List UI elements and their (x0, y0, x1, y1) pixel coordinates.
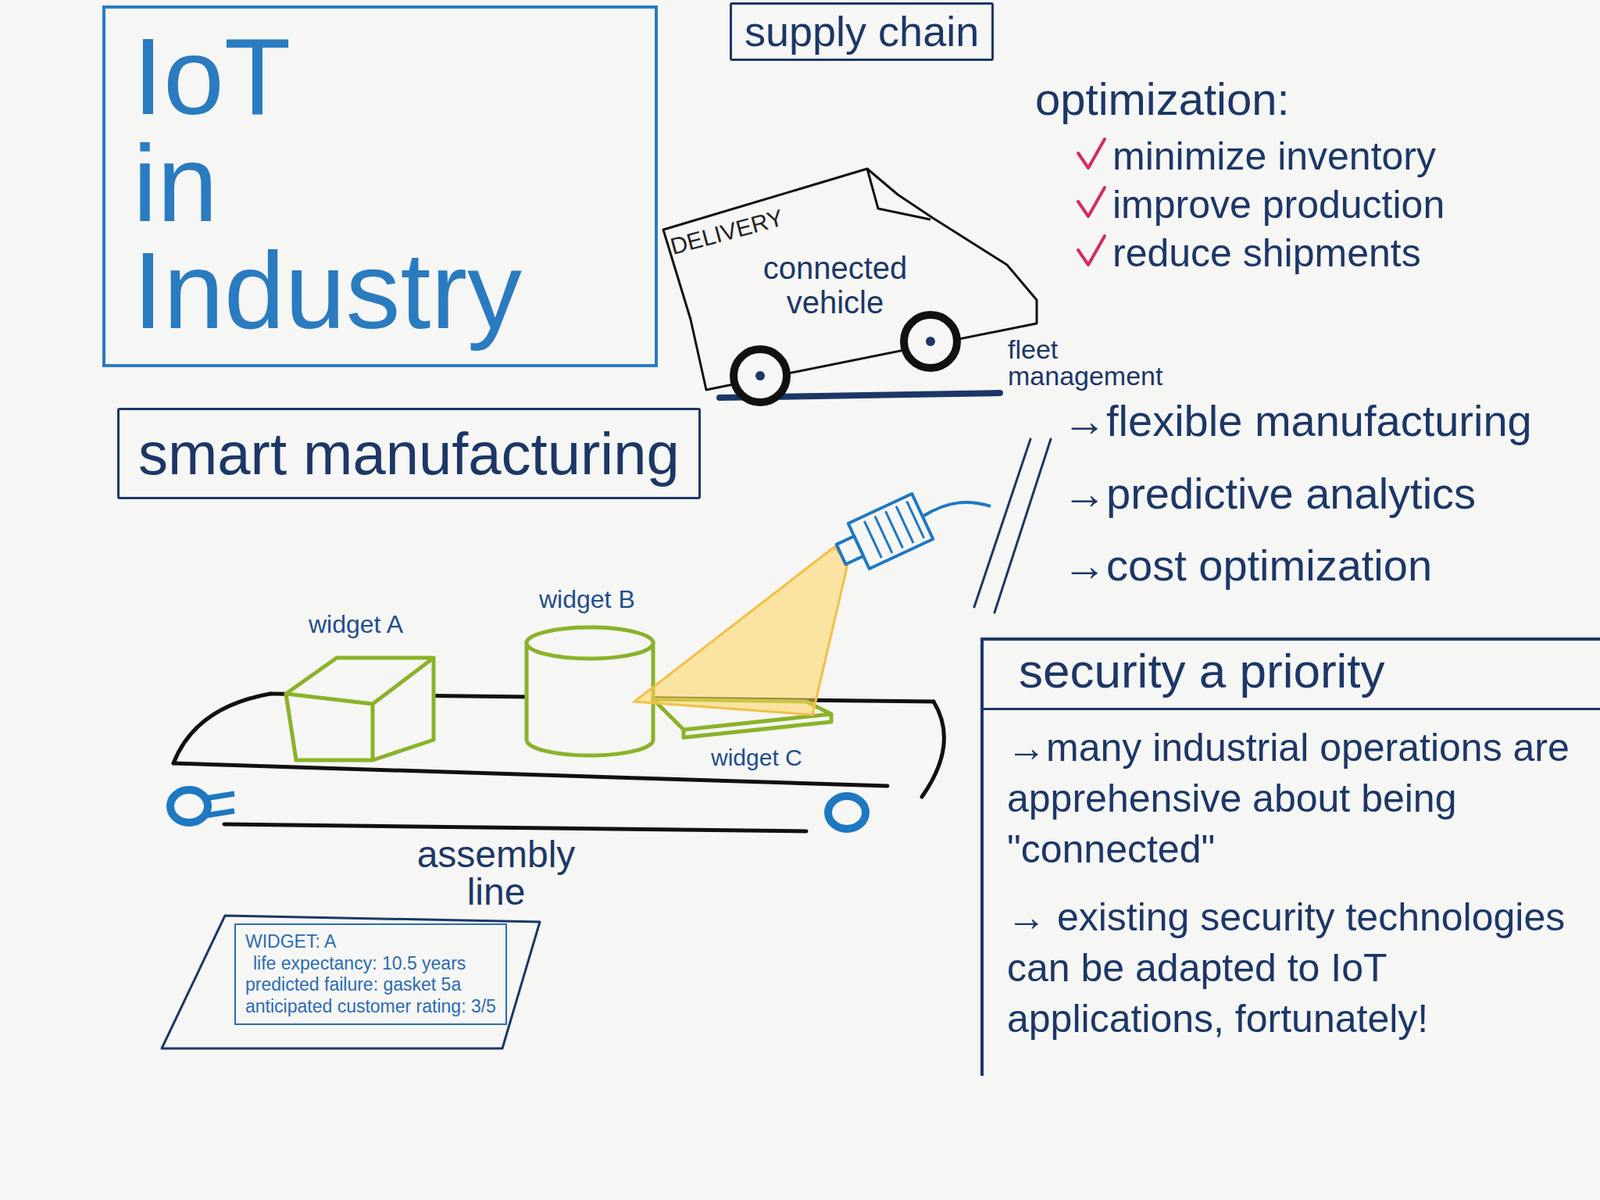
scanner-stripes (864, 501, 924, 559)
belt-right-end (921, 701, 944, 797)
display-screen: WIDGET: Alife expectancy: 10.5 yearspred… (234, 923, 508, 1025)
delivery-van: DELIVERYconnected vehicle (663, 163, 1041, 414)
stripe (907, 501, 925, 539)
roller-axle (204, 793, 235, 816)
list-item: →flexible manufacturing (1062, 394, 1533, 447)
list-item: improve production (1112, 181, 1445, 229)
part-label: widget A (308, 609, 404, 640)
flat-side (683, 714, 832, 738)
list-item: minimize inventory (1112, 132, 1436, 180)
part-label: assembly line (390, 835, 602, 911)
check-mark (1078, 139, 1105, 168)
screen-text: WIDGET: A (245, 931, 497, 954)
screen-text: predicted failure: gasket 5a (245, 974, 497, 997)
widget-cylinder (526, 627, 654, 756)
van-wheel (733, 349, 787, 403)
widget-cube (285, 657, 434, 761)
cube-edges (285, 657, 434, 761)
belt-underside (224, 824, 807, 832)
check-marks (1078, 139, 1105, 265)
panel-body: → existing security technologies can be … (983, 875, 1600, 1045)
roller (170, 789, 208, 823)
cylinder-top (526, 627, 654, 659)
roller (828, 796, 866, 829)
wheel-hub (755, 371, 765, 381)
screen-text: anticipated customer rating: 3/5 (245, 996, 497, 1018)
scanner-cable (922, 502, 991, 517)
list-item: →predictive analytics (1062, 467, 1476, 520)
vehicle-caption: connected vehicle (749, 250, 922, 320)
diagram-title: IoT in Industry (105, 8, 655, 345)
van-body (663, 168, 1037, 390)
belt-left-end (173, 693, 271, 764)
van-window (867, 168, 931, 220)
slash-marks (974, 439, 1051, 613)
monitor-frame (161, 915, 540, 1049)
cube-body (285, 657, 434, 761)
note-label: fleet management (1007, 335, 1176, 390)
rollers (170, 789, 866, 829)
section-title: smart manufacturing (138, 419, 680, 488)
section-title: supply chain (744, 6, 979, 58)
slash (974, 439, 1031, 608)
list-item: reduce shipments (1112, 229, 1422, 277)
check-mark (1078, 235, 1105, 265)
van-wheel (903, 314, 958, 368)
part-label: widget B (539, 584, 636, 615)
heading-label: optimization: (1035, 71, 1290, 127)
slash (994, 439, 1051, 613)
section-box: smart manufacturing (117, 407, 701, 500)
panel-body: →many industrial operations are apprehen… (983, 710, 1600, 875)
scanner-neck (836, 535, 864, 565)
title-frame: IoT in Industry (102, 5, 658, 368)
check-mark (1078, 187, 1105, 217)
security-panel: security a priority→many industrial oper… (980, 637, 1600, 1076)
part-label: widget C (710, 743, 803, 772)
scanner (836, 493, 991, 569)
screen-text: life expectancy: 10.5 years (245, 953, 497, 975)
panel-heading: security a priority (983, 640, 1600, 711)
scan-light (634, 546, 848, 715)
wheel-hub (925, 336, 936, 347)
list-item: →cost optimization (1062, 539, 1433, 592)
section-box: supply chain (729, 2, 994, 61)
